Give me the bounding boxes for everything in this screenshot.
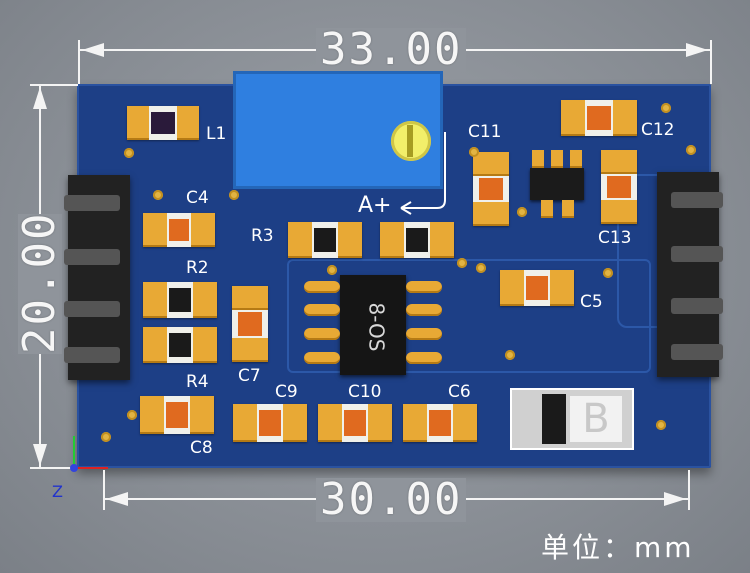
sot-pin [570,150,582,168]
label-l1: L1 [206,124,227,144]
trim-potentiometer [233,71,443,189]
capacitor-c8 [140,396,214,434]
capacitor-c4 [143,213,215,247]
sot-pin [551,150,563,168]
header-pin [671,298,723,314]
sot-pin [532,150,544,168]
side-dimension-bottom-tick [30,467,78,469]
right-pin-header [657,172,723,377]
capacitor-c6 [403,404,477,442]
top-dimension-value: 33.00 [316,28,467,72]
label-r3: R3 [251,226,274,246]
resistor-r3a [288,222,362,258]
via [327,265,337,275]
side-dimension-top-arrow [33,87,47,109]
header-pin [671,344,723,360]
via [457,258,467,268]
bottom-dimension-left-arrow [106,492,128,506]
capacitor-c10 [318,404,392,442]
top-dimension-right-arrow [686,43,708,57]
label-c10: C10 [348,382,382,402]
label-c4: C4 [186,188,209,208]
side-dimension-top-tick [30,84,78,86]
via [124,148,134,158]
resistor-r3b [380,222,454,258]
b-pad-marking: B [570,396,622,442]
via [101,432,111,442]
ic-pin [406,304,442,316]
axis-z-label: Z [52,482,63,501]
bottom-dimension-left-tick [103,470,105,510]
bottom-dimension-value: 30.00 [316,478,467,522]
a-plus-arrow-icon [400,132,446,215]
label-c5: C5 [580,292,603,312]
ic-marking: 8-OS [364,302,389,352]
ic-pin [406,328,442,340]
via [153,190,163,200]
top-dimension-left-tick [78,40,80,84]
via [229,190,239,200]
via [686,145,696,155]
side-dimension-bottom-arrow [33,444,47,466]
trace-outline [287,259,651,373]
via [603,268,613,278]
bottom-dimension-right-arrow [664,492,686,506]
capacitor-c5 [500,270,574,306]
label-r4: R4 [186,372,209,392]
ic-pin [304,352,340,364]
ic-pin [406,281,442,293]
unit-label: 单位：mm [541,531,695,564]
via [656,420,666,430]
axis-indicator-icon [70,436,108,472]
sot-transistor [530,168,584,200]
resistor-r2 [143,282,217,318]
side-dimension-value: 20.00 [14,211,65,354]
header-pin [671,246,723,262]
pot-knob [391,121,431,161]
header-pin [64,195,120,211]
bottom-dimension-right-tick [688,470,690,510]
label-c12: C12 [641,120,675,140]
ic-chip: 8-OS [340,275,406,375]
header-pin [64,301,120,317]
top-dimension-left-arrow [82,43,104,57]
label-r2: R2 [186,258,209,278]
via [127,410,137,420]
ic-pin [304,281,340,293]
label-c6: C6 [448,382,471,402]
ic-pin [304,304,340,316]
sot-pin [541,200,553,218]
b-pad-component: B [510,388,634,450]
capacitor-c7 [232,286,268,362]
header-pin [671,192,723,208]
left-pin-header [64,175,130,380]
header-pin [64,347,120,363]
label-c9: C9 [275,382,298,402]
capacitor-c13 [601,150,637,224]
ic-pin [304,328,340,340]
top-dimension-right-tick [710,40,712,84]
via [661,103,671,113]
via [517,207,527,217]
label-c8: C8 [190,438,213,458]
label-c11: C11 [468,122,502,142]
label-a-plus: A+ [358,193,392,218]
via [505,350,515,360]
header-pin [64,249,120,265]
label-c13: C13 [598,228,632,248]
via [469,147,479,157]
via [476,263,486,273]
capacitor-c12 [561,100,637,136]
inductor-l1 [127,106,199,140]
capacitor-c11 [473,152,509,226]
label-c7: C7 [238,366,261,386]
resistor-r4 [143,327,217,363]
sot-pin [562,200,574,218]
capacitor-c9 [233,404,307,442]
ic-pin [406,352,442,364]
